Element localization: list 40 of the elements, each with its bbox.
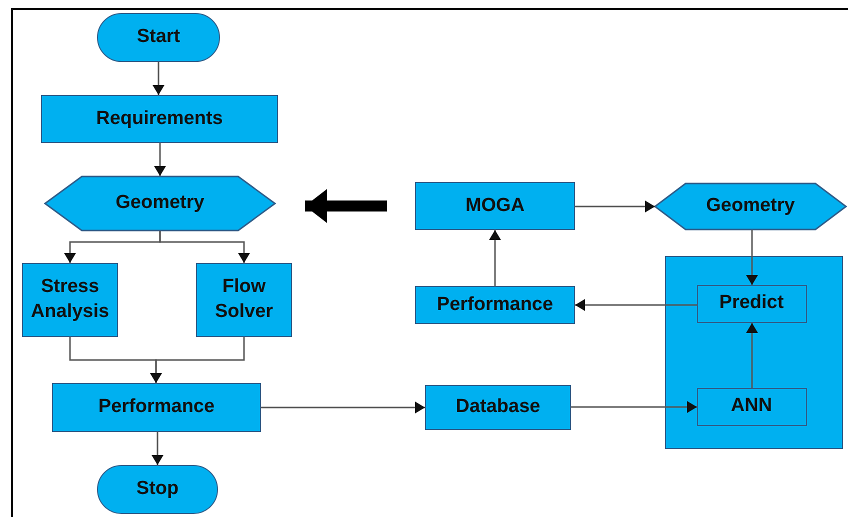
- arrow: [575, 200, 655, 212]
- arrow: [746, 230, 758, 285]
- arrow: [489, 230, 501, 286]
- process-box: [196, 263, 292, 337]
- process-box: [41, 95, 278, 143]
- node-label: Stop: [135, 477, 180, 502]
- node-label: Performance: [97, 395, 216, 420]
- arrow: [152, 432, 164, 465]
- node-label: Geometry: [114, 191, 206, 216]
- arrow: [746, 323, 758, 388]
- arrow: [154, 143, 166, 176]
- node-label: ANN: [730, 394, 774, 418]
- arrow: [261, 402, 425, 414]
- process-box: [415, 286, 575, 324]
- arrow: [159, 231, 250, 263]
- process-box: [22, 263, 118, 337]
- hexagon-shape: [45, 176, 275, 231]
- process-box: [52, 383, 261, 432]
- arrow: [152, 62, 164, 95]
- group-box: [665, 256, 843, 449]
- node-label: Start: [136, 25, 182, 50]
- terminal-shape: [97, 465, 218, 514]
- node-label: Predict: [718, 291, 785, 316]
- arrow: [150, 337, 245, 383]
- process-box: [696, 388, 806, 426]
- node-label: Flow Solver: [214, 275, 274, 324]
- node-label: Database: [454, 395, 542, 420]
- terminal-shape: [97, 13, 220, 62]
- arrow: [575, 299, 697, 311]
- node-label: Geometry: [705, 194, 796, 218]
- arrow: [571, 401, 697, 413]
- node-label: Requirements: [95, 106, 224, 131]
- thick-arrow: [305, 189, 387, 223]
- node-label: Stress Analysis: [30, 275, 110, 324]
- process-box: [696, 284, 806, 322]
- hexagon-shape: [655, 183, 846, 230]
- process-box: [415, 182, 575, 230]
- process-box: [425, 385, 571, 430]
- node-label: MOGA: [464, 194, 526, 218]
- node-label: Performance: [436, 292, 554, 317]
